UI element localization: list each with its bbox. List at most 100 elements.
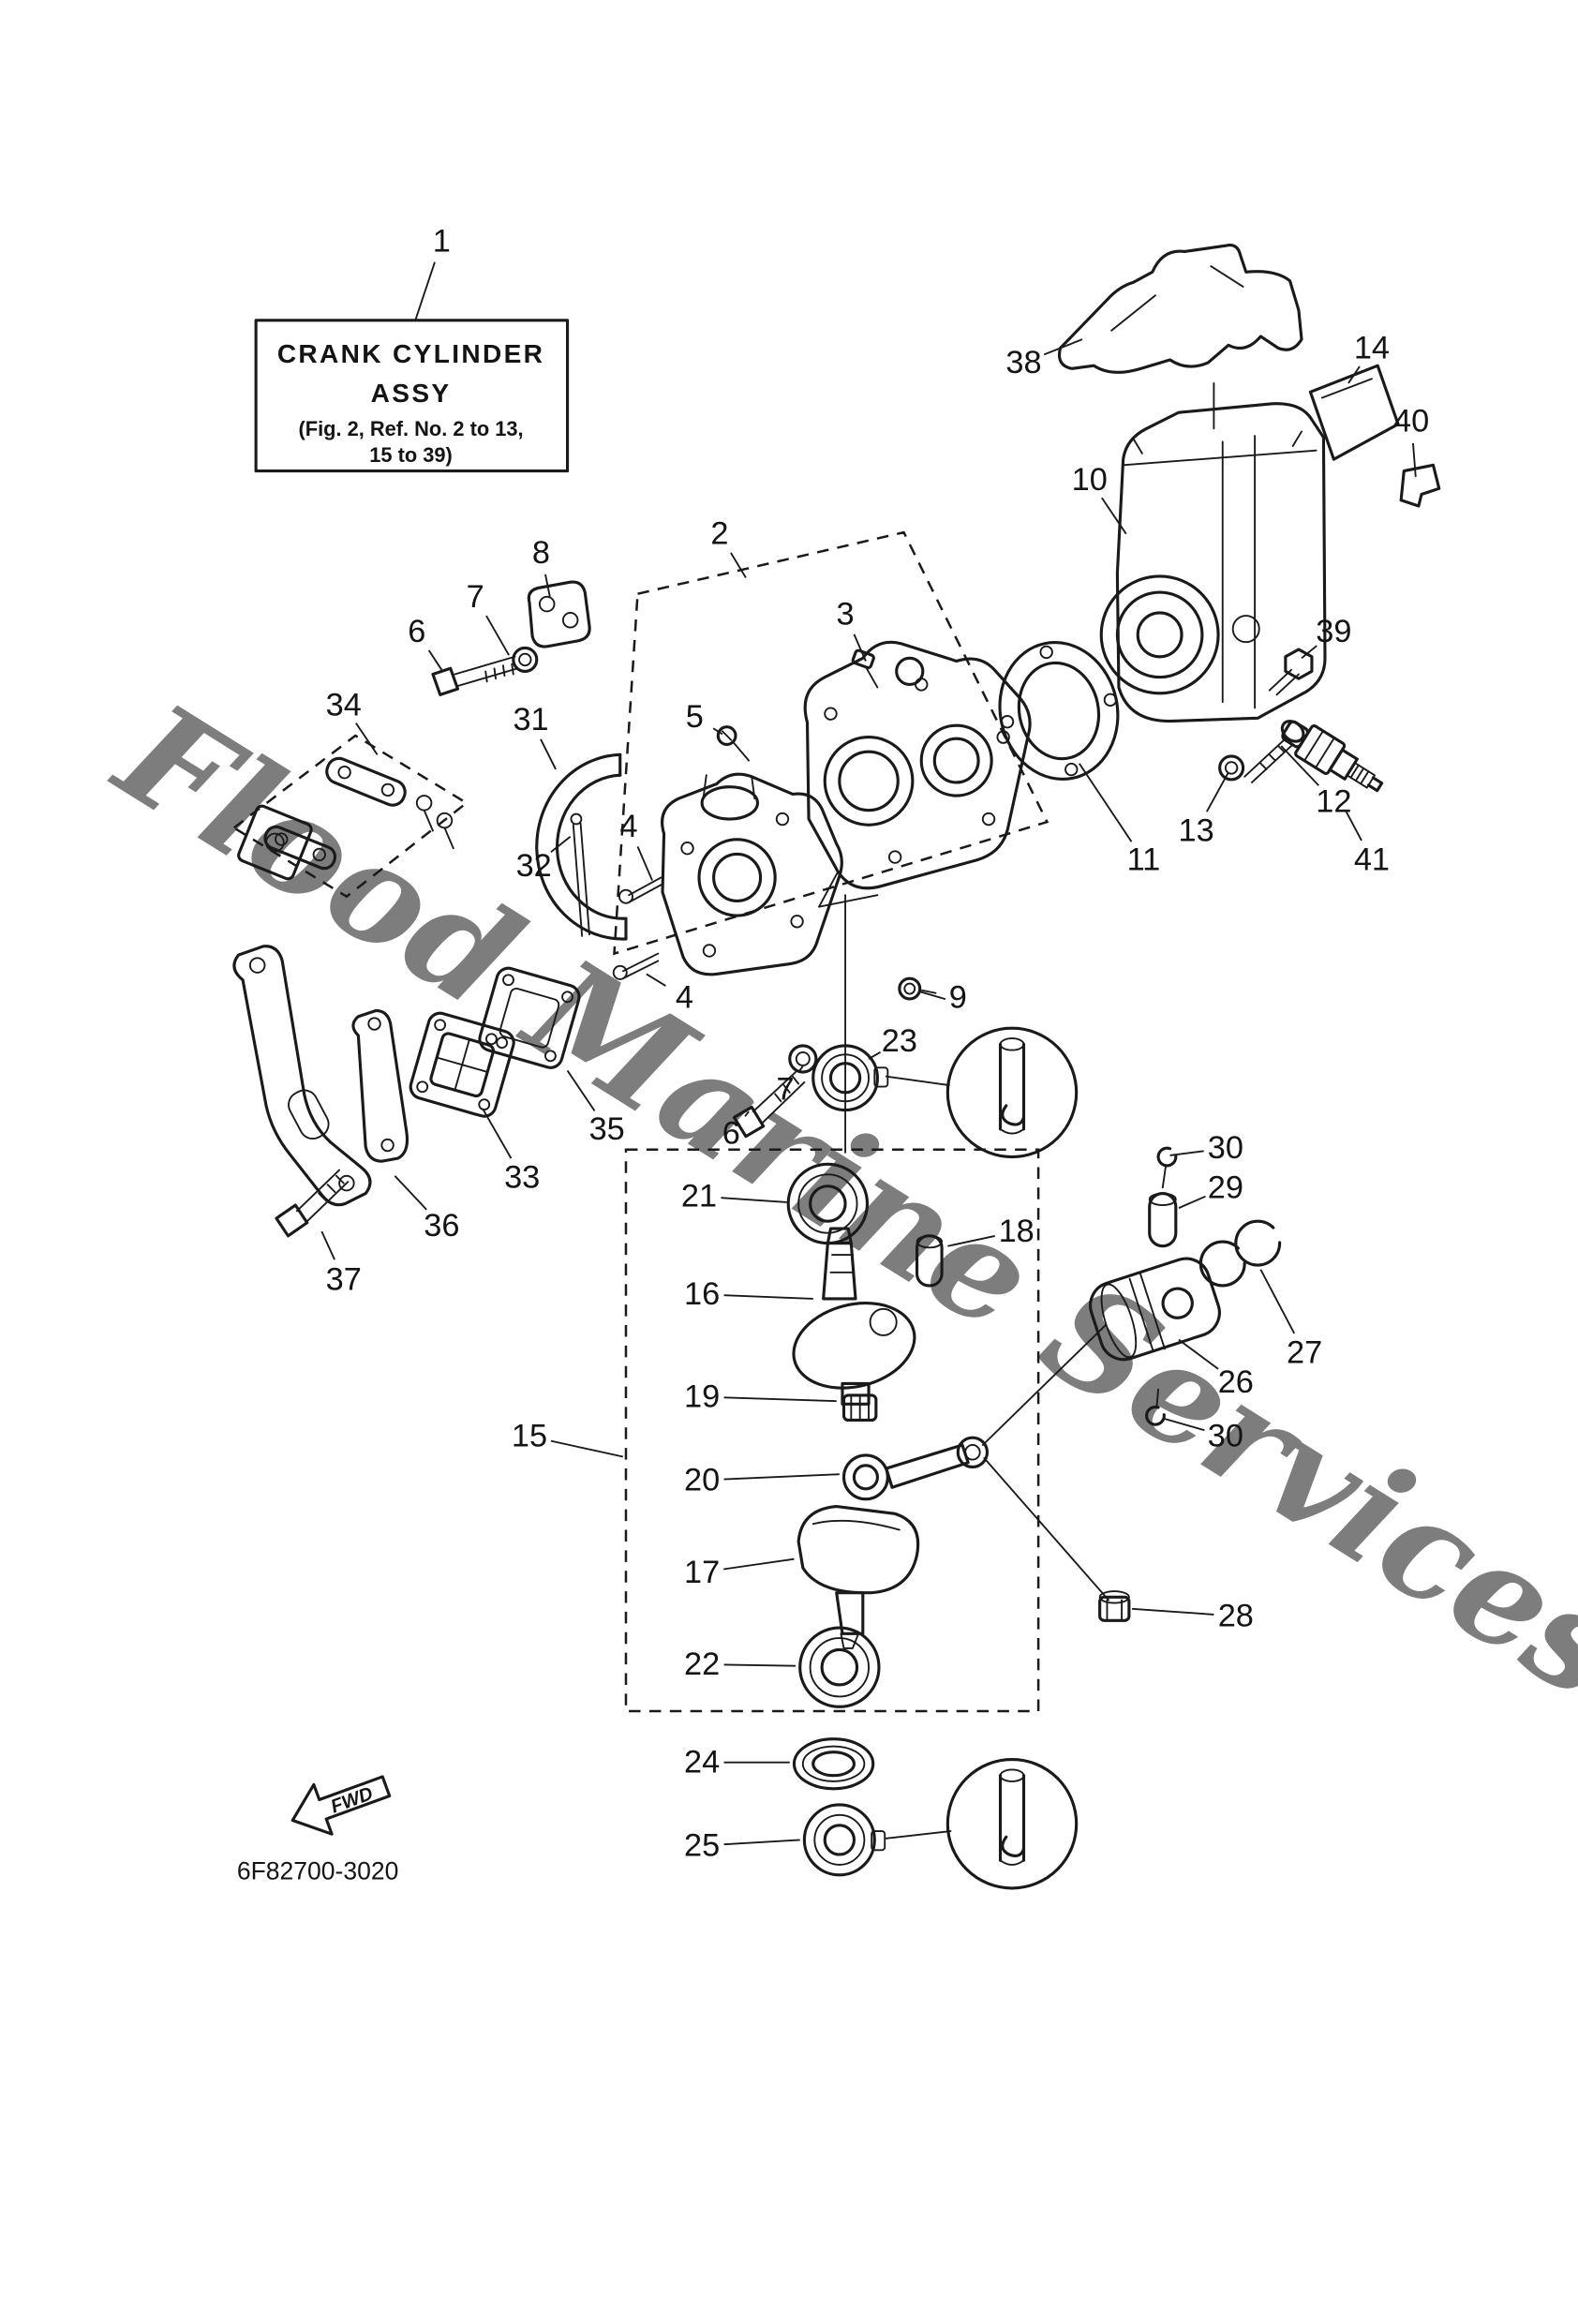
screw-5 [716, 725, 751, 762]
reed-plate-33 [409, 1011, 515, 1118]
title-box: CRANK CYLINDER ASSY (Fig. 2, Ref. No. 2 … [254, 319, 570, 473]
bearing-23 [811, 1044, 889, 1112]
callout-33: 33 [504, 1159, 540, 1195]
pin-clips-30 [1145, 1146, 1178, 1426]
callout-26: 26 [1218, 1364, 1254, 1400]
callout-leader-28 [1131, 1607, 1214, 1616]
bearing-25 [802, 1803, 886, 1877]
callout-leader-26 [1178, 1338, 1219, 1370]
callout-7: 7 [467, 579, 484, 615]
callout-leader-34 [355, 723, 379, 755]
callout-leader-33 [482, 1108, 513, 1159]
washer-7-lower [788, 1044, 818, 1074]
crankshaft-group-outline [624, 1148, 1040, 1713]
callout-31: 31 [513, 702, 548, 737]
piston-rings-27 [1198, 1219, 1282, 1288]
collar-19 [841, 1393, 878, 1423]
callout-leader-15 [550, 1439, 624, 1458]
callout-leader-31 [540, 738, 557, 770]
callout-10: 10 [1072, 462, 1108, 498]
callout-11: 11 [1127, 842, 1161, 878]
callout-leader-7 [485, 615, 510, 656]
callout-41: 41 [1354, 842, 1390, 878]
callout-40: 40 [1393, 404, 1429, 439]
callout-30: 30 [1208, 1419, 1243, 1454]
callout-19: 19 [684, 1378, 720, 1414]
callout-28: 28 [1218, 1599, 1254, 1634]
bearing-22 [798, 1626, 881, 1708]
bolt-39 [1268, 648, 1314, 696]
callout-leader-18 [947, 1235, 995, 1247]
washer-24 [792, 1737, 875, 1791]
callout-8: 8 [532, 535, 550, 571]
callout-18: 18 [999, 1214, 1035, 1249]
title-line-4: 15 to 39) [369, 443, 453, 467]
callout-leader-41 [1345, 810, 1362, 842]
fwd-label: FWD [328, 1783, 376, 1818]
callout-leader-2 [730, 552, 747, 578]
callout-leader-22 [723, 1663, 796, 1667]
callout-4: 4 [620, 809, 638, 844]
piston-26 [1089, 1257, 1221, 1362]
callout-leader-17 [723, 1557, 795, 1571]
callout-leader-38 [1043, 338, 1083, 356]
callout-9: 9 [949, 979, 967, 1015]
callout-6: 6 [408, 614, 425, 649]
retainer-8 [527, 580, 591, 648]
callout-leader-11 [1079, 763, 1133, 842]
callout-leader-6 [427, 649, 443, 671]
detail-inset-lower [885, 1757, 1079, 1890]
callout-24: 24 [684, 1745, 720, 1780]
callout-2: 2 [710, 516, 728, 552]
callout-leader-25 [723, 1839, 800, 1846]
callout-34: 34 [326, 687, 362, 723]
gasket-35 [478, 966, 581, 1069]
callout-leader-27 [1259, 1269, 1296, 1334]
callout-leader-16 [723, 1294, 813, 1300]
callout-30: 30 [1208, 1130, 1243, 1166]
title-line-2: ASSY [371, 379, 452, 408]
spark-plug-41 [1281, 720, 1384, 793]
callout-20: 20 [684, 1462, 720, 1497]
dowel-18 [916, 1234, 944, 1288]
callout-leader-30 [1164, 1418, 1205, 1432]
stud-bolts-4 [612, 876, 662, 980]
crankcase [1099, 402, 1327, 723]
bolt-6-lower [732, 1071, 806, 1139]
callout-36: 36 [424, 1208, 459, 1244]
callout-3: 3 [837, 597, 855, 633]
mount-plate-38 [1057, 244, 1303, 430]
callout-leader-4 [646, 973, 666, 987]
callout-leader-4 [636, 845, 653, 881]
callout-leader-8 [544, 574, 551, 597]
callout-15: 15 [512, 1419, 547, 1454]
callout-25: 25 [684, 1828, 720, 1864]
callout-1: 1 [433, 224, 451, 260]
callout-21: 21 [681, 1179, 717, 1214]
crank-web-17 [796, 1504, 920, 1649]
title-line-3: (Fig. 2, Ref. No. 2 to 13, [298, 417, 523, 440]
callout-7: 7 [777, 1072, 795, 1108]
clip-40 [1399, 463, 1441, 508]
callout-5: 5 [686, 699, 704, 735]
callout-37: 37 [326, 1262, 362, 1298]
callout-leader-23 [868, 1050, 882, 1060]
cylinder-block [803, 640, 1032, 908]
callout-12: 12 [1316, 783, 1351, 819]
rod-nut-28 [1098, 1590, 1131, 1622]
detail-inset-upper [885, 1026, 1079, 1159]
callout-leader-5 [712, 727, 723, 736]
callout-38: 38 [1005, 345, 1041, 380]
rod-32 [570, 812, 590, 937]
washer-13 [1218, 754, 1245, 782]
callout-leader-29 [1178, 1195, 1206, 1210]
callout-32: 32 [516, 848, 552, 884]
callout-leader-39 [1301, 645, 1317, 660]
callout-leader-37 [320, 1230, 335, 1260]
callout-leader-35 [566, 1069, 596, 1112]
callout-14: 14 [1354, 330, 1390, 365]
fwd-arrow: FWD [290, 1775, 392, 1836]
callout-6: 6 [722, 1116, 740, 1152]
